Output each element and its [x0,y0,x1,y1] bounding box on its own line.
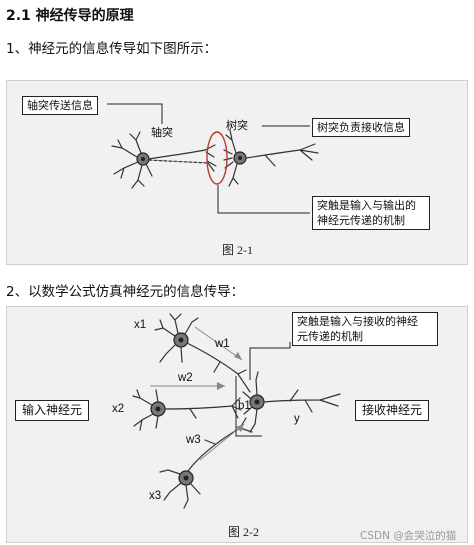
callout-synapse-fig2-line1: 突触是输入与接收的神经 [297,315,418,328]
figure-1-caption: 图 2-1 [222,243,253,257]
callout-dendrite-receives: 树突负责接收信息 [312,118,410,137]
callout-synapse-fig2: 突触是输入与接收的神经 元传递的机制 [292,312,438,346]
callout-synapse-fig2-line2: 元传递的机制 [297,330,363,343]
csdn-watermark: CSDN @会哭泣的猫 [360,530,457,542]
callout-synapse-fig1-line1: 突触是输入与输出的 [317,199,416,212]
neuron-diagram-1 [111,129,319,189]
neuron-diagram-2 [132,313,341,509]
label-w3: w3 [186,434,201,446]
label-axon: 轴突 [151,126,173,139]
label-w1: w1 [215,338,230,350]
callout-axon-transmits: 轴突传送信息 [22,96,98,115]
paragraph-1: 1、神经元的信息传导如下图所示： [6,41,218,57]
figure-2-caption: 图 2-2 [228,525,259,539]
label-w2: w2 [178,372,193,384]
synapse-highlight [206,131,228,185]
label-dendrite: 树突 [226,119,248,132]
paragraph-2: 2、以数学公式仿真神经元的信息传导： [6,284,245,300]
box-input-neuron: 输入神经元 [15,400,90,421]
label-b1: b1 [238,400,251,412]
callout-synapse-fig1: 突触是输入与输出的 神经元传递的机制 [312,196,430,230]
box-output-neuron: 接收神经元 [355,400,430,421]
callout-synapse-fig1-line2: 神经元传递的机制 [317,214,405,227]
section-heading: 2.1 神经传导的原理 [6,8,134,24]
label-x1: x1 [134,319,147,331]
label-y: y [294,413,300,425]
label-x2: x2 [112,403,125,415]
label-x3: x3 [149,490,162,502]
